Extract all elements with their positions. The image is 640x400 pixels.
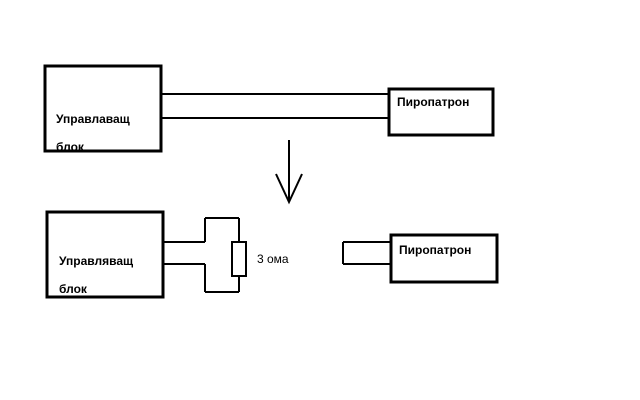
squib-box-bottom xyxy=(389,233,499,284)
squib-label-top: Пиропатрон xyxy=(397,95,470,109)
control-unit-label-bottom-line2: блок xyxy=(59,282,87,296)
control-unit-label-bottom: Управляващ блок xyxy=(59,240,133,310)
squib-box-top xyxy=(387,87,495,137)
resistor-wires xyxy=(163,217,240,293)
control-unit-label-top-line1: Управлаващ xyxy=(56,112,130,126)
resistor-symbol xyxy=(231,241,247,277)
resistor-label: 3 ома xyxy=(257,252,289,266)
squib-leads xyxy=(342,241,391,265)
down-arrow-icon xyxy=(275,140,303,205)
control-unit-label-top: Управлаващ блок xyxy=(56,98,130,168)
squib-label-bottom: Пиропатрон xyxy=(399,243,472,257)
control-unit-label-top-line2: блок xyxy=(56,140,84,154)
control-unit-box-top xyxy=(43,64,163,153)
control-unit-label-bottom-line1: Управляващ xyxy=(59,254,134,268)
connection-wires-top xyxy=(161,93,389,119)
control-unit-box-bottom xyxy=(45,210,165,299)
